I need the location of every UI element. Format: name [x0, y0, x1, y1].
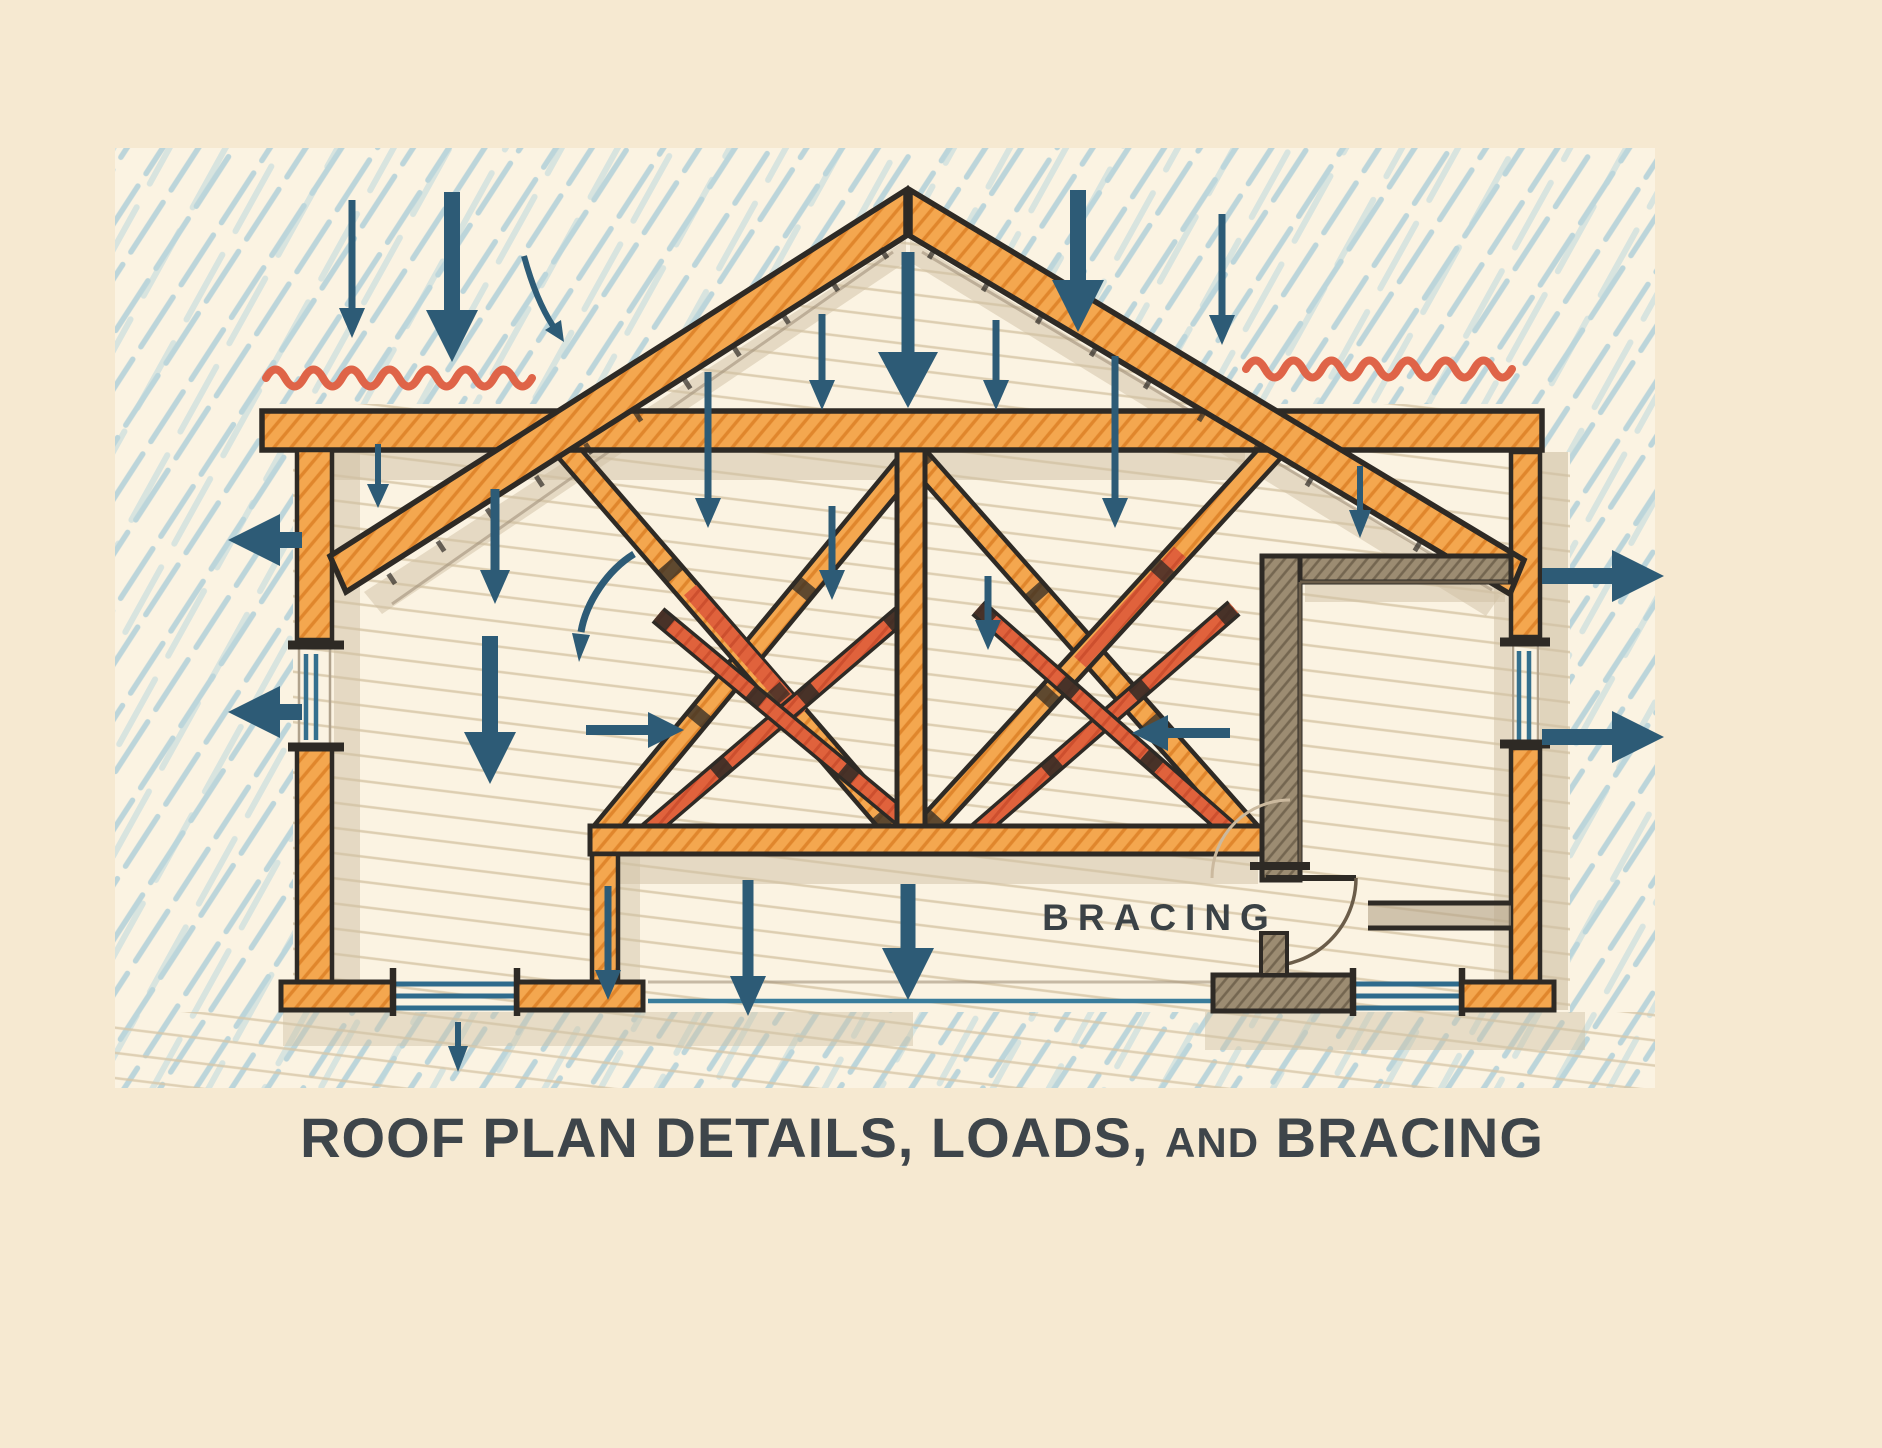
right-wall-post: [1508, 449, 1543, 985]
window-jambs: [1500, 637, 1550, 749]
sill-block: [1459, 979, 1557, 1013]
window-glazing: [303, 654, 319, 740]
load-arrows: [228, 190, 1664, 1072]
left-arrow-icon: [228, 686, 302, 738]
sill-block: [278, 979, 396, 1013]
down-arrow-icon: [339, 200, 365, 338]
king-post: [894, 447, 928, 853]
down-arrow-icon: [1102, 356, 1128, 528]
heat-squiggle-icon: [1242, 356, 1516, 382]
right-arrow-icon: [586, 712, 684, 748]
right-wall-window: [1500, 637, 1550, 749]
rafter-batten-ticks: [380, 246, 1482, 590]
down-arrow-icon: [882, 884, 934, 1000]
window-jambs: [288, 640, 344, 752]
down-arrow-icon: [448, 1022, 468, 1072]
left-wall-post: [294, 447, 335, 985]
sky-hatch: [115, 148, 1655, 1088]
down-arrow-icon: [367, 444, 389, 508]
down-arrow-icon: [695, 372, 721, 528]
cross-brace: [621, 602, 913, 856]
down-arrow-icon: [595, 886, 621, 1000]
right-arrow-icon: [1542, 711, 1664, 763]
left-arrow-icon: [228, 514, 302, 566]
room-mid-band: [1368, 900, 1511, 931]
room-footing: [1210, 972, 1356, 1014]
title-part-2: AND: [1165, 1119, 1259, 1166]
title-part-1: ROOF PLAN DETAILS, LOADS,: [300, 1106, 1165, 1169]
cross-brace: [971, 600, 1257, 856]
down-arrow-icon: [983, 320, 1009, 410]
title-part-3: BRACING: [1259, 1106, 1544, 1169]
down-arrow-icon: [480, 489, 510, 604]
left-rafter: [326, 184, 909, 597]
right-arrow-icon: [1542, 550, 1664, 602]
down-arrow-icon: [809, 314, 835, 410]
down-arrow-icon: [975, 576, 1001, 650]
interior-room: [1210, 553, 1514, 968]
footing-stub-post: [1259, 931, 1289, 977]
room-inner-line: [1298, 580, 1508, 868]
cross-brace: [951, 600, 1241, 856]
down-arrow-icon: [819, 506, 845, 600]
bracing-label: BRACING: [1042, 897, 1278, 938]
cross-brace: [651, 607, 945, 856]
down-arrow-icon: [1052, 190, 1104, 332]
left-arrow-icon: [1132, 715, 1230, 751]
down-arrow-icon: [464, 636, 516, 784]
down-arrow-icon: [730, 880, 766, 1016]
down-arrow-icon: [1349, 466, 1371, 538]
heat-squiggle-icon: [262, 365, 536, 391]
mid-beam: [587, 823, 1265, 857]
heat-squiggles: [262, 356, 1516, 391]
down-arrow-icon: [1209, 214, 1235, 345]
truss-diagonal-left-splay: [589, 447, 925, 845]
down-arrow-icon: [426, 192, 478, 362]
curved-arrow-icon: [572, 551, 636, 662]
window-glazing: [1516, 651, 1532, 740]
door-faint-arc: [1210, 798, 1291, 879]
diagram-title: ROOF PLAN DETAILS, LOADS, AND BRACING: [300, 1106, 1544, 1169]
down-arrow-icon: [878, 252, 938, 408]
room-left-wall: [1259, 553, 1303, 883]
sill-block: [514, 979, 646, 1013]
cross-braces: [621, 600, 1257, 856]
curved-arrow-icon: [521, 255, 564, 342]
top-plate-beam: [259, 408, 1545, 453]
left-wall-window: [288, 640, 344, 752]
